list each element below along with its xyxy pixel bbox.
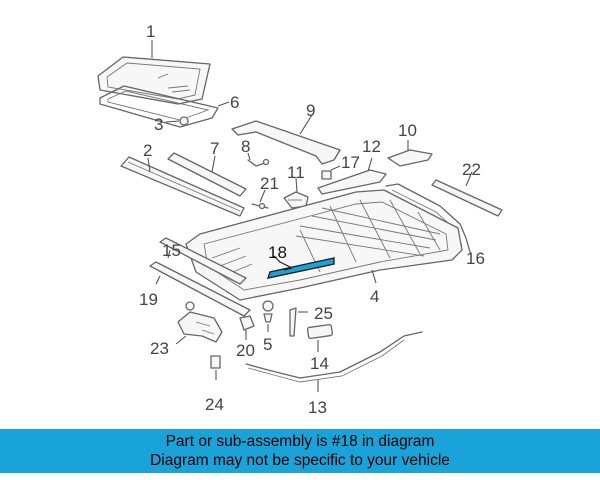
part-4-housing [185,189,463,301]
part-7-bracket [167,152,247,197]
part-13-drain-tube [245,331,423,392]
part-2-rail [120,156,245,217]
callout-21: 21 [260,174,279,193]
part-20-clip [239,315,255,340]
part-15-rail [159,237,247,285]
part-24-bolt [210,355,221,380]
callout-15: 15 [162,241,181,260]
part-18-highlighted-seal [266,255,335,279]
part-9-front-rail [231,114,341,165]
callout-2: 2 [143,141,152,160]
part-19-rail [149,261,251,317]
callout-19: 19 [139,290,158,309]
callout-11: 11 [287,163,305,182]
callout-23: 23 [150,339,169,358]
callout-3: 3 [154,115,163,134]
callout-24: 24 [205,395,224,414]
part-5-plug [262,300,274,332]
callout-7: 7 [210,139,219,158]
info-banner: Part or sub-assembly is #18 in diagram D… [0,429,600,473]
callout-labels: 1 2 3 4 5 6 7 8 9 10 11 12 13 14 15 16 1… [139,22,485,417]
callout-16: 16 [466,249,485,268]
part-8-link [247,152,270,167]
part-25-strip [289,307,308,337]
part-17-clip [321,165,341,180]
part-11-drive-unit [283,177,309,209]
part-10-bracket [387,140,433,167]
banner-line-1: Part or sub-assembly is #18 in diagram [165,433,435,450]
part-23-motor [175,301,223,345]
part-14-light [306,323,333,352]
callout-20: 20 [236,341,255,360]
callout-5: 5 [263,335,272,354]
banner-line-2: Diagram may not be specific to your vehi… [150,452,450,469]
parts-diagram: 1 2 3 4 5 6 7 8 9 10 11 12 13 14 15 16 1… [97,22,503,417]
callout-22: 22 [462,160,481,179]
part-1-glass-panel [97,40,211,105]
callout-14: 14 [310,354,329,373]
part-21-clip [251,189,269,210]
callout-13: 13 [308,398,327,417]
callout-6: 6 [230,93,239,112]
part-3-bolt [165,116,189,126]
part-12-guide [317,157,387,195]
part-6-frame [99,85,230,128]
callout-8: 8 [241,137,250,156]
callout-18: 18 [268,243,287,262]
callout-17: 17 [341,153,360,172]
callout-1: 1 [146,22,155,41]
callout-12: 12 [362,137,381,156]
callout-4: 4 [370,287,379,306]
callout-25: 25 [314,304,333,323]
part-22-hose [431,171,503,217]
callout-9: 9 [306,101,315,120]
callout-10: 10 [398,121,417,140]
